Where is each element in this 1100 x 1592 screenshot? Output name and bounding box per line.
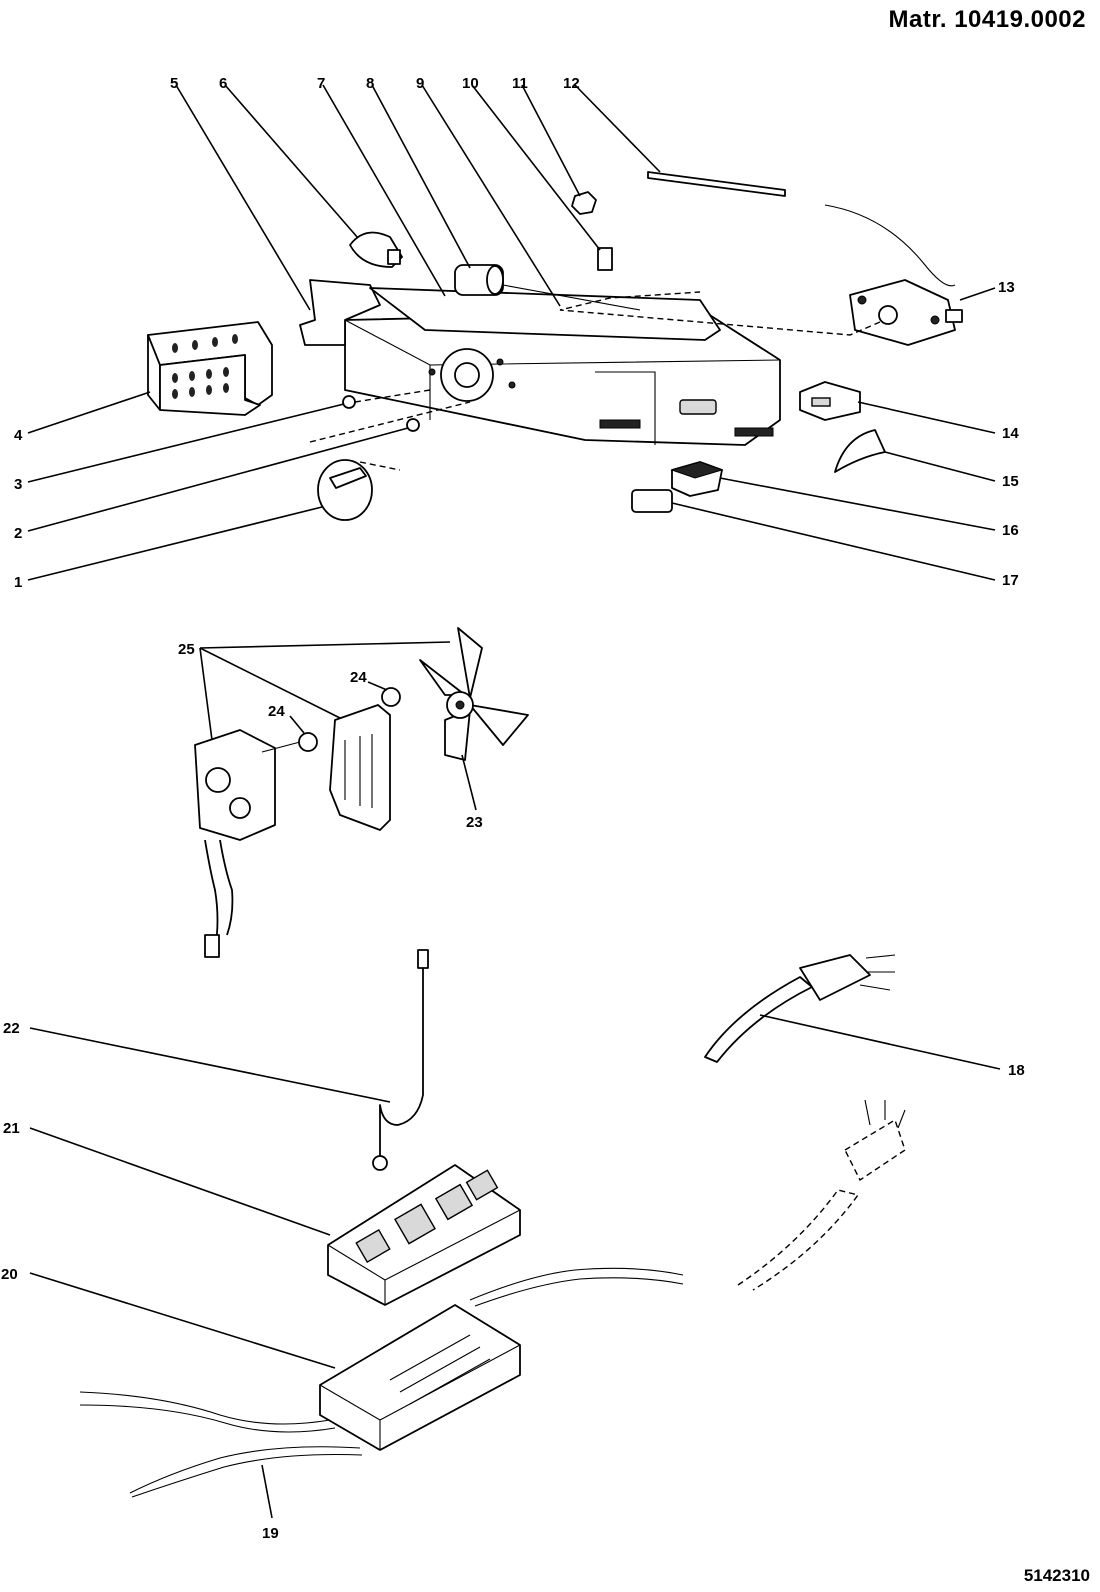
fan-bracket xyxy=(329,704,391,831)
spacer xyxy=(298,732,318,752)
label-2: 2 xyxy=(14,525,22,542)
label-17: 17 xyxy=(1002,572,1019,589)
label-20: 20 xyxy=(1,1266,18,1283)
material-code: Matr. 10419.0002 xyxy=(888,6,1086,33)
mains-cable-alt xyxy=(737,1099,906,1291)
spacer xyxy=(381,687,401,707)
terminal-base xyxy=(79,1267,684,1498)
label-8: 8 xyxy=(366,75,374,92)
leader-lines xyxy=(27,84,1001,1519)
label-23: 23 xyxy=(466,814,483,831)
fan-blade xyxy=(419,627,529,761)
indicator-lamp xyxy=(670,461,724,497)
screw xyxy=(342,395,356,409)
rod xyxy=(647,171,786,197)
mains-cable xyxy=(704,954,896,1063)
terminal-cover xyxy=(327,1164,521,1306)
control-housing xyxy=(299,279,781,446)
nut xyxy=(571,191,597,215)
ground-cable xyxy=(372,949,429,1171)
label-6: 6 xyxy=(219,75,227,92)
drawing-number: 5142310 xyxy=(1023,1566,1090,1585)
label-1: 1 xyxy=(14,574,22,591)
lamp-bulb xyxy=(349,231,403,268)
label-24: 24 xyxy=(350,669,367,686)
label-13: 13 xyxy=(998,279,1015,296)
cap xyxy=(631,489,673,513)
label-25: 25 xyxy=(178,641,195,658)
label-22: 22 xyxy=(3,1020,20,1037)
label-12: 12 xyxy=(563,75,580,92)
label-15: 15 xyxy=(1002,473,1019,490)
switch xyxy=(799,381,861,421)
label-11: 11 xyxy=(512,75,528,92)
label-10: 10 xyxy=(462,75,479,92)
thermostat-knob xyxy=(317,459,401,521)
screw xyxy=(406,418,420,432)
label-18: 18 xyxy=(1008,1062,1025,1079)
label-19: 19 xyxy=(262,1525,279,1542)
label-4: 4 xyxy=(14,427,23,444)
part-labels: 5 6 7 8 9 10 11 12 13 14 15 16 17 4 3 2 … xyxy=(1,75,1025,1542)
lens-cover xyxy=(834,429,886,473)
label-3: 3 xyxy=(14,476,22,493)
label-9: 9 xyxy=(416,75,424,92)
label-21: 21 xyxy=(3,1120,20,1137)
label-16: 16 xyxy=(1002,522,1019,539)
label-7: 7 xyxy=(317,75,325,92)
thermostat-unit xyxy=(559,204,963,346)
perforated-cover xyxy=(147,321,273,416)
sensor-capsule xyxy=(454,264,641,311)
fan-motor xyxy=(194,729,301,958)
label-5: 5 xyxy=(170,75,178,92)
label-24: 24 xyxy=(268,703,285,720)
clip xyxy=(597,247,613,271)
label-14: 14 xyxy=(1002,425,1019,442)
